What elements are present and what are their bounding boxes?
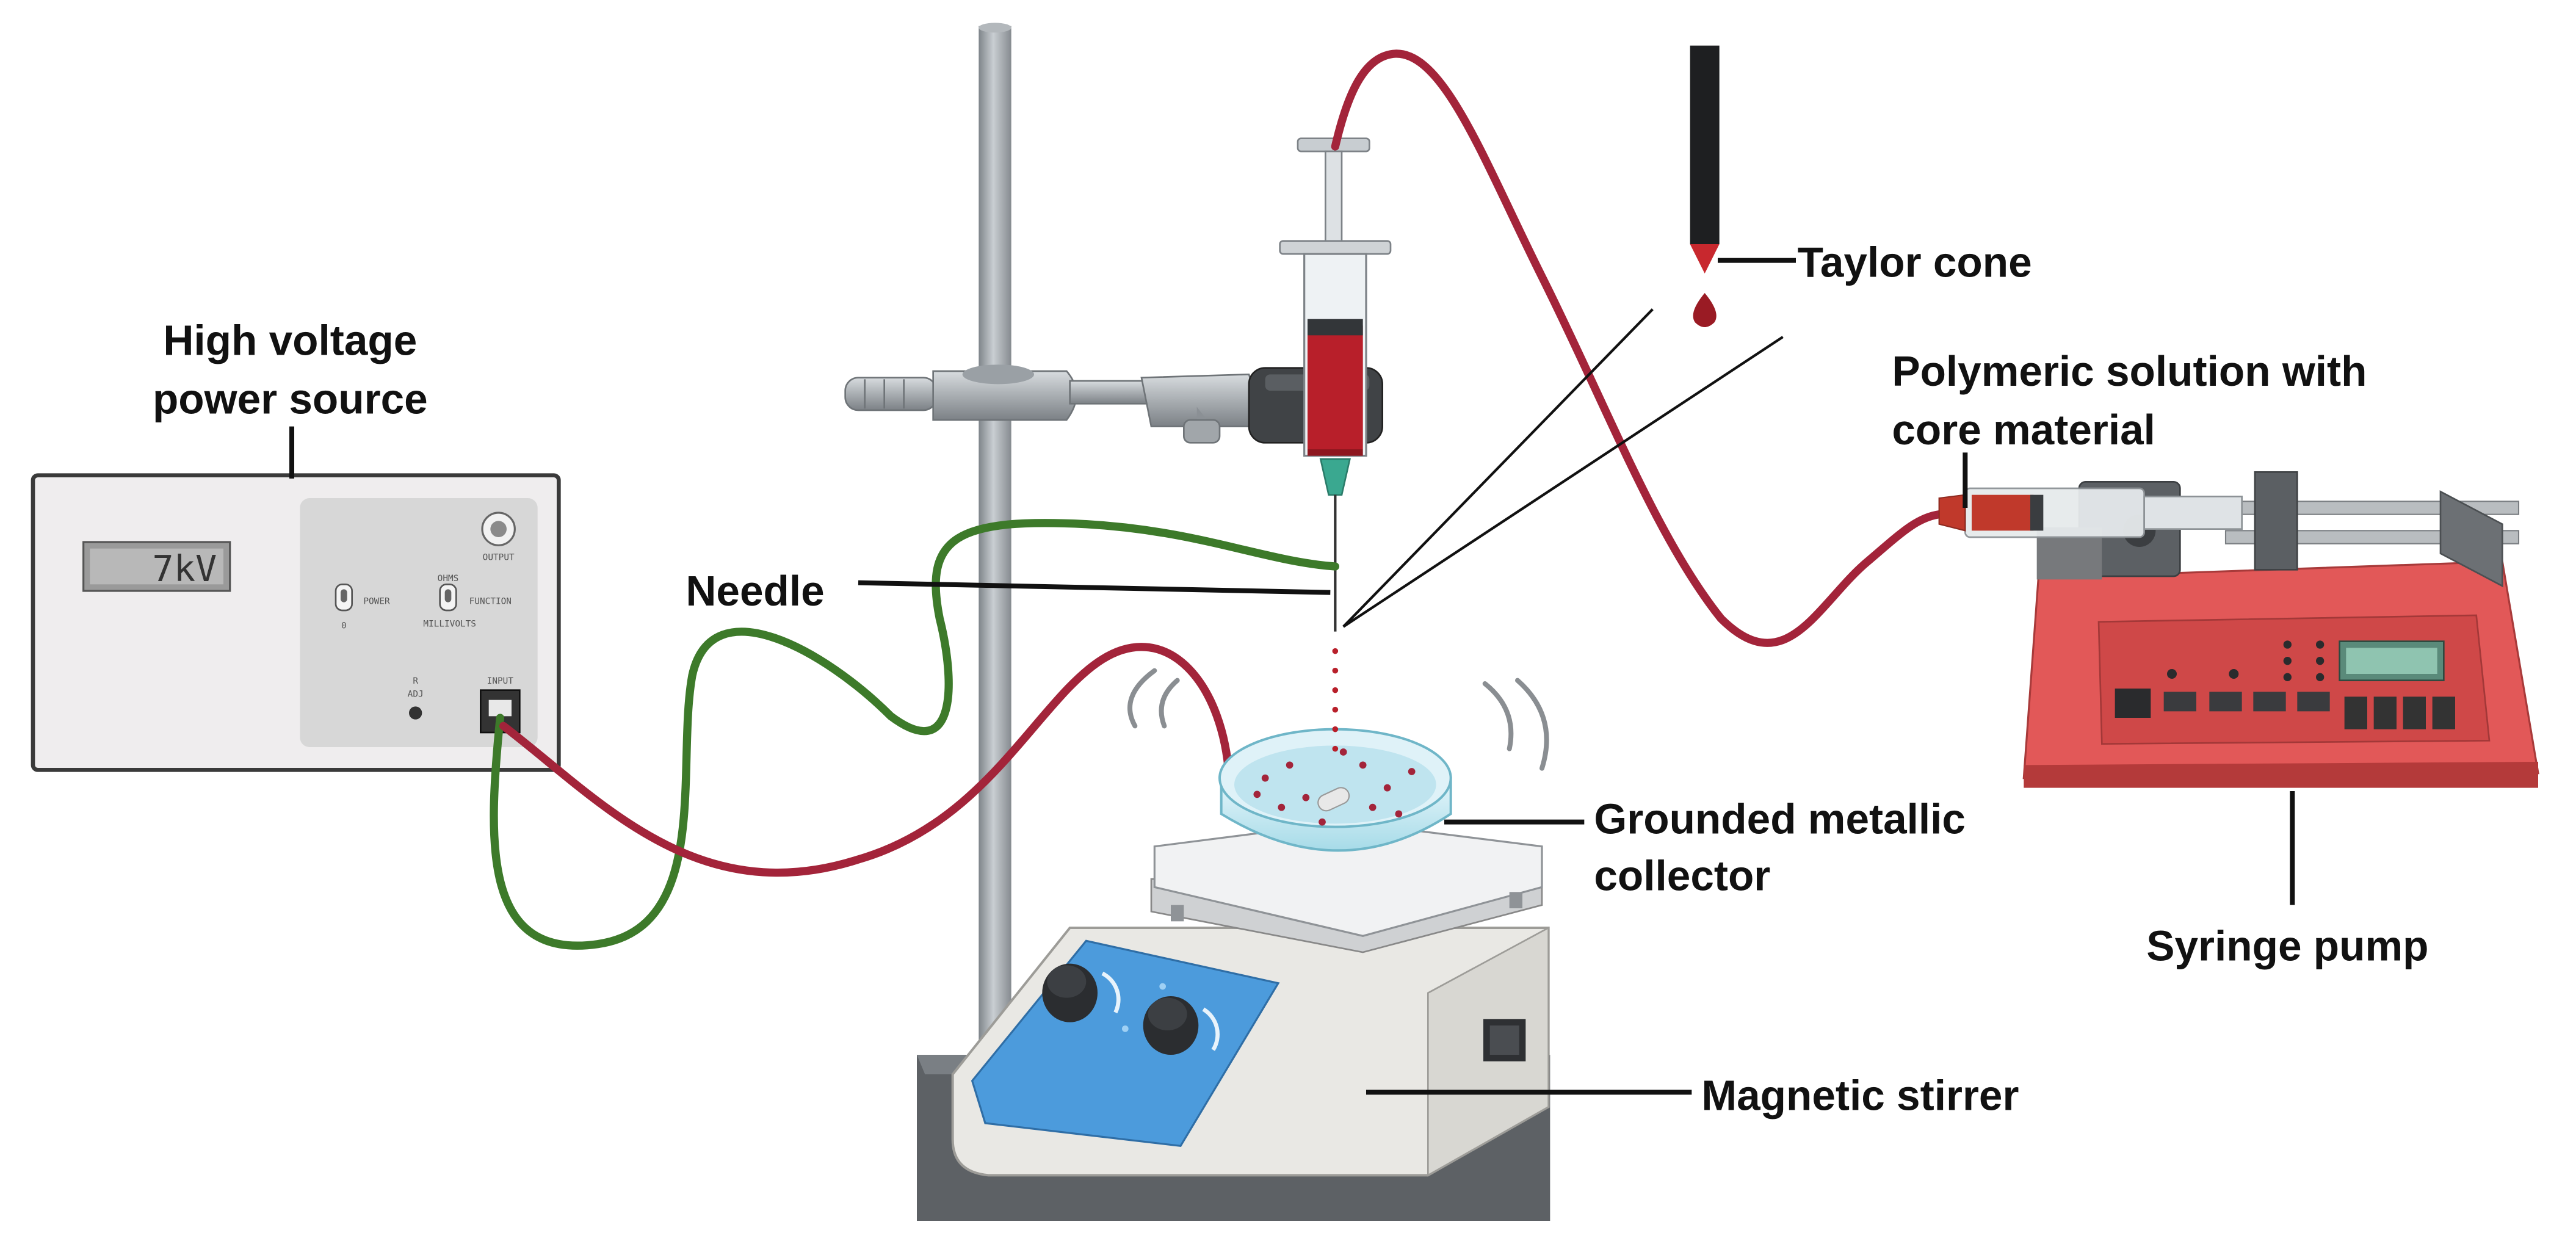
input-label: INPUT [487, 676, 514, 686]
grounded-metallic-collector [1218, 728, 1452, 852]
voltage-readout: 7kV [152, 548, 217, 590]
pump-key-3[interactable] [2209, 692, 2242, 712]
zero-label: 0 [341, 621, 347, 631]
ohms-label: OHMS [438, 574, 459, 584]
taylor-cone-tip [1690, 244, 1720, 273]
zoom-droplet [1693, 293, 1717, 327]
label-polymeric-line1: Polymeric solution with [1892, 347, 2367, 395]
high-voltage-power-source: 7kV OUTPUT POWER 0 OHMS FUNCTION MILLIVO… [31, 473, 561, 772]
adj-label: ADJ [408, 689, 424, 699]
pump-key-9[interactable] [2432, 696, 2455, 729]
clamp [844, 364, 1383, 444]
power-label: POWER [363, 596, 390, 606]
function-label: FUNCTION [469, 596, 512, 606]
magnetic-stirrer [951, 821, 1550, 1177]
label-taylor-cone: Taylor cone [1798, 238, 2032, 286]
stir-bar [1317, 787, 1350, 812]
pump-key-6[interactable] [2344, 696, 2367, 729]
label-power-source-line1: High voltage [163, 316, 417, 364]
vibration-marks [1127, 668, 1549, 771]
r-label: R [413, 676, 418, 686]
label-collector-line2: collector [1594, 852, 1770, 900]
red-hv-wire [499, 643, 1234, 877]
adj-knob[interactable] [409, 706, 422, 720]
syringe-pump [1938, 471, 2539, 788]
pump-key-7[interactable] [2373, 696, 2397, 729]
stand-rod [979, 26, 1011, 1117]
green-ground-wire [490, 519, 1339, 950]
pump-key-4[interactable] [2253, 692, 2286, 712]
pump-key-2[interactable] [2163, 692, 2196, 712]
leader-lines [289, 258, 2295, 1095]
red-pump-wire [1331, 49, 1944, 647]
zoom-needle [1690, 45, 1720, 245]
taylor-cone-zoom [1342, 45, 1784, 628]
pump-key-1[interactable] [2115, 689, 2151, 718]
label-collector-line1: Grounded metallic [1594, 795, 1966, 842]
label-needle: Needle [686, 567, 824, 615]
pump-key-8[interactable] [2403, 696, 2426, 729]
label-power-source-line2: power source [153, 375, 428, 422]
droplet-stream [1332, 648, 1339, 752]
label-syringe-pump: Syringe pump [2146, 922, 2428, 969]
output-label: OUTPUT [483, 552, 515, 562]
label-polymeric-line2: core material [1892, 406, 2155, 454]
pump-key-5[interactable] [2297, 692, 2330, 712]
label-magnetic-stirrer: Magnetic stirrer [1701, 1072, 2019, 1119]
millivolts-label: MILLIVOLTS [423, 620, 476, 629]
